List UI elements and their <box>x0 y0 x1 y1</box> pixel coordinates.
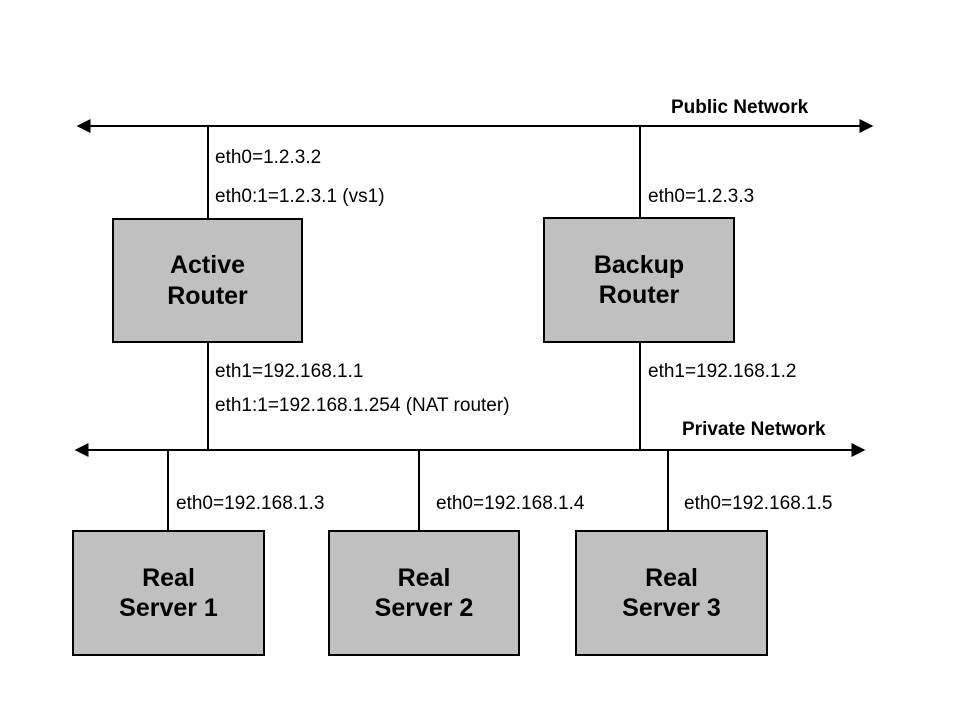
node-real-server-2-line1: Real <box>397 563 451 592</box>
node-real-server-3-line2: Server 3 <box>622 594 721 622</box>
node-active-router-line1: Active <box>169 251 246 279</box>
node-real-server-1[interactable]: Real Server 1 <box>72 530 265 656</box>
node-real-server-2-line2: Server 2 <box>374 594 474 622</box>
node-real-server-3[interactable]: Real Server 3 <box>575 530 768 656</box>
node-backup-router-line1: Backup <box>593 250 685 279</box>
real-server-3-interface-label: eth0=192.168.1.5 <box>684 493 833 514</box>
node-active-router[interactable]: Active Router <box>112 218 303 343</box>
real-server-2-interface-label: eth0=192.168.1.4 <box>436 493 585 514</box>
node-backup-router[interactable]: Backup Router <box>543 217 735 343</box>
node-real-server-1-line2: Server 1 <box>119 594 218 622</box>
private-network-label: Private Network <box>682 419 826 440</box>
node-real-server-2[interactable]: Real Server 2 <box>328 530 520 656</box>
active-router-public-virtual-label: eth0:1=1.2.3.1 (vs1) <box>215 186 385 207</box>
node-active-router-line2: Router <box>167 281 248 310</box>
real-server-1-interface-label: eth0=192.168.1.3 <box>176 493 325 514</box>
active-router-public-primary-label: eth0=1.2.3.2 <box>215 147 322 168</box>
node-real-server-3-line1: Real <box>645 563 698 592</box>
active-router-private-primary-label: eth1=192.168.1.1 <box>215 361 364 382</box>
node-real-server-1-line1: Real <box>142 563 195 592</box>
active-router-private-virtual-label: eth1:1=192.168.1.254 (NAT router) <box>215 395 510 416</box>
node-backup-router-line2: Router <box>598 281 680 309</box>
public-network-label: Public Network <box>671 97 809 118</box>
backup-router-private-primary-label: eth1=192.168.1.2 <box>648 361 797 382</box>
backup-router-public-primary-label: eth0=1.2.3.3 <box>648 186 755 207</box>
